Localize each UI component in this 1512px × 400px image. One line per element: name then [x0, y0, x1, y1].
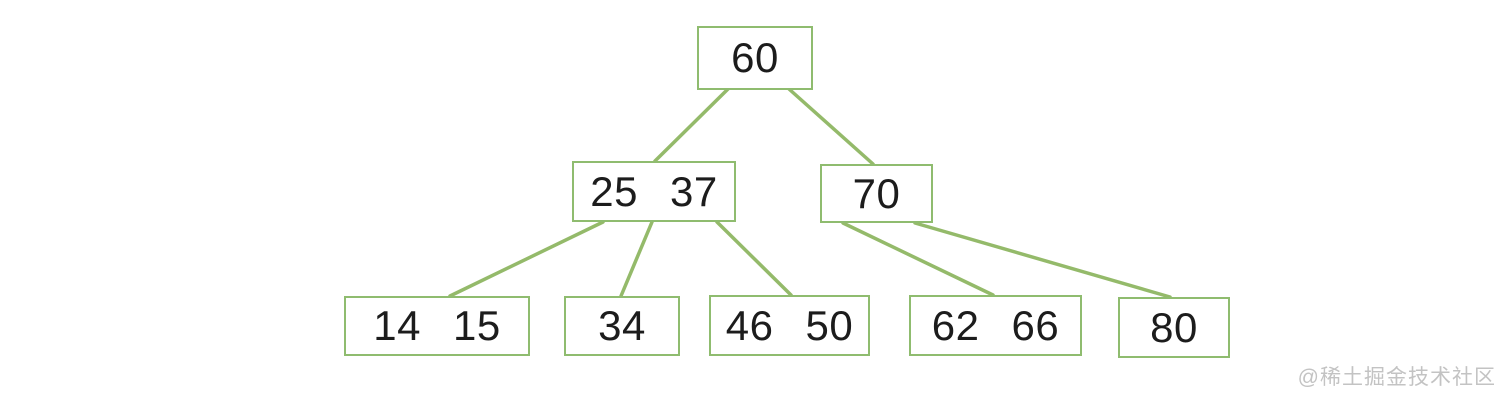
tree-node-14-15: 14 15 [344, 296, 530, 356]
node-key: 37 [670, 167, 718, 215]
node-key: 70 [852, 169, 901, 217]
tree-edge-node-25-37-node-34 [619, 220, 654, 298]
watermark: @稀土掘金技术社区 [1297, 366, 1496, 389]
tree-node-46-50: 46 50 [709, 295, 870, 356]
node-key: 15 [453, 302, 501, 349]
tree-edge-node-25-37-node-14-15 [448, 220, 605, 298]
node-key: 66 [1011, 301, 1060, 349]
node-key: 60 [731, 34, 779, 81]
tree-edge-node-70-node-62-66 [841, 221, 995, 297]
tree-node-80: 80 [1118, 297, 1230, 358]
node-key: 34 [598, 302, 646, 349]
node-key: 50 [805, 301, 854, 349]
node-key: 14 [373, 302, 421, 349]
tree-node-60: 60 [697, 26, 813, 90]
node-key: 46 [725, 301, 774, 349]
tree-edge-node-25-37-node-46-50 [715, 220, 793, 297]
tree-node-25-37: 25 37 [572, 161, 736, 222]
tree-edge-node-60-node-25-37 [653, 87, 730, 163]
tree-node-70: 70 [820, 164, 933, 223]
node-key: 62 [931, 301, 980, 349]
tree-node-34: 34 [564, 296, 680, 356]
tree-node-62-66: 62 66 [909, 295, 1082, 356]
tree-edge-node-70-node-80 [913, 221, 1172, 299]
node-key: 80 [1150, 303, 1198, 351]
node-key: 25 [590, 167, 638, 215]
tree-edge-node-60-node-70 [787, 87, 875, 166]
